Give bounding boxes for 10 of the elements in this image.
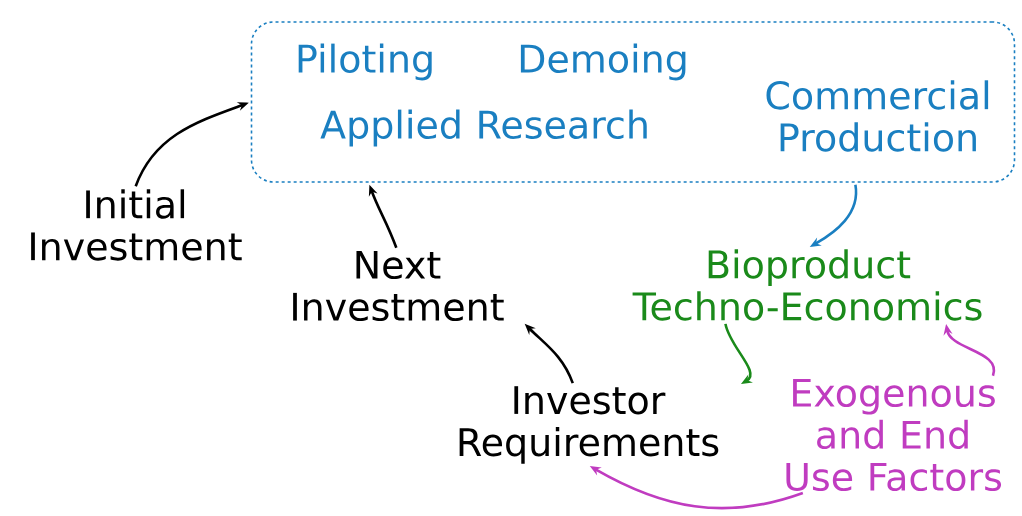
factor-label: Initial Investment — [31, 189, 242, 261]
factor-label: Bioproduct Techno-Economics — [632, 249, 982, 321]
factor-label: Investor Requirements — [459, 386, 719, 464]
stage-label: Commercial Production — [766, 80, 989, 152]
curved-arrow — [724, 323, 753, 384]
factor-label: Exogenous and End Use Factors — [786, 378, 1002, 492]
stage-label: Piloting — [298, 43, 432, 81]
factor-label: Next Investment — [293, 250, 504, 322]
stage-label: Demoing — [520, 43, 686, 81]
stage-label: Applied Research — [320, 109, 647, 147]
